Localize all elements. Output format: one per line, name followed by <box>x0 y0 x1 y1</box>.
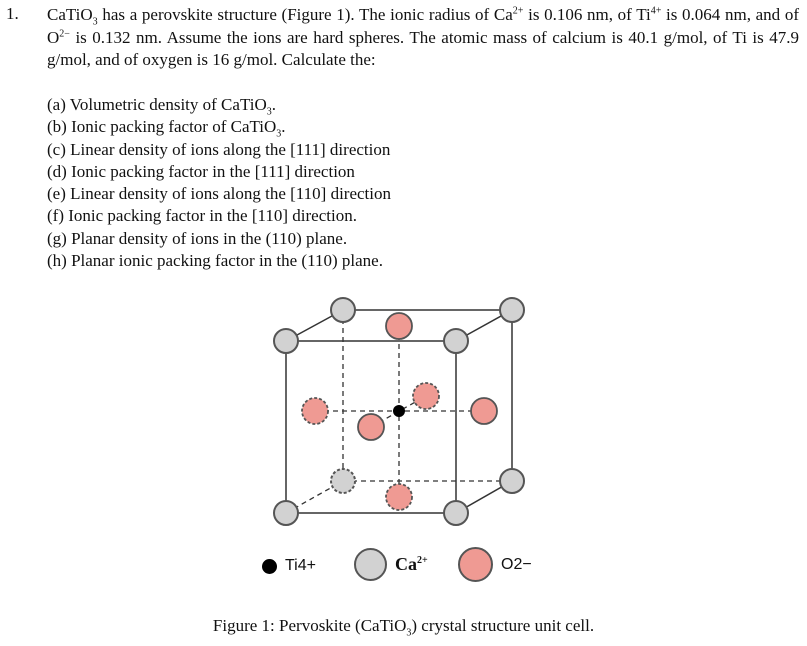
ca-ion-front-bottom-left <box>273 500 299 526</box>
part-item: (b) Ionic packing factor of CaTiO3. <box>47 117 286 140</box>
o-swatch <box>458 547 493 582</box>
legend: Ti4+ Ca2+ O2− <box>0 545 807 585</box>
o-ion-left <box>301 397 329 425</box>
o-charge: 2− <box>59 27 70 39</box>
o-ion-top <box>385 312 413 340</box>
formula: CaTiO <box>47 5 93 24</box>
part-item: (g) Planar density of ions in the (110) … <box>47 228 348 248</box>
ti-legend-label: Ti4+ <box>285 557 316 574</box>
statement-text-4: is 0.132 nm. Assume the ions are hard sp… <box>47 27 800 70</box>
ca-ion-back-top-left <box>330 297 356 323</box>
part-item: (c) Linear density of ions along the [11… <box>47 139 391 159</box>
formula-subscript: 3 <box>92 16 98 28</box>
ti-charge: 4+ <box>650 5 662 17</box>
legend-ca: Ca2+ <box>354 548 428 581</box>
part-item: (a) Volumetric density of CaTiO3. <box>47 95 276 118</box>
ca-charge: 2+ <box>512 5 524 17</box>
problem-statement: CaTiO3 has a perovskite structure (Figur… <box>47 4 799 72</box>
ca-ion-front-bottom-right <box>443 500 469 526</box>
question-parts: (a) Volumetric density of CaTiO3. (b) Io… <box>47 94 391 272</box>
part-item: (f) Ionic packing factor in the [110] di… <box>47 206 357 226</box>
unit-cell-diagram <box>273 297 525 526</box>
part-item: (d) Ionic packing factor in the [111] di… <box>47 161 355 181</box>
o-ion-right <box>470 397 498 425</box>
ca-ion-back-bottom-right <box>499 468 525 494</box>
ti-swatch <box>262 558 277 574</box>
o-ion-back <box>412 382 440 410</box>
o-legend-label: O2− <box>501 555 532 573</box>
part-item: (h) Planar ionic packing factor in the (… <box>47 251 383 271</box>
ca-ion-back-bottom-left <box>330 468 356 494</box>
ca-ion-back-top-right <box>499 297 525 323</box>
ca-legend-label: Ca2+ <box>395 554 428 574</box>
figure-caption: Figure 1: Pervoskite (CaTiO3) crystal st… <box>212 616 595 639</box>
ca-ion-front-top-right <box>443 328 469 354</box>
statement-text-1: has a perovskite structure (Figure 1). T… <box>102 5 513 24</box>
o-ion-front <box>357 413 385 441</box>
part-item: (e) Linear density of ions along the [11… <box>47 184 391 204</box>
legend-o: O2− <box>458 547 532 582</box>
ti-ion-center <box>393 405 405 417</box>
legend-ti: Ti4+ <box>262 557 316 575</box>
problem-number: 1. <box>6 4 19 23</box>
statement-text-2: is 0.106 nm, of Ti <box>528 5 651 24</box>
statement-text-3: is 0.064 nm, and of O <box>47 5 800 47</box>
o-ion-bottom <box>385 483 413 511</box>
ca-ion-front-top-left <box>273 328 299 354</box>
ca-swatch <box>354 548 387 581</box>
